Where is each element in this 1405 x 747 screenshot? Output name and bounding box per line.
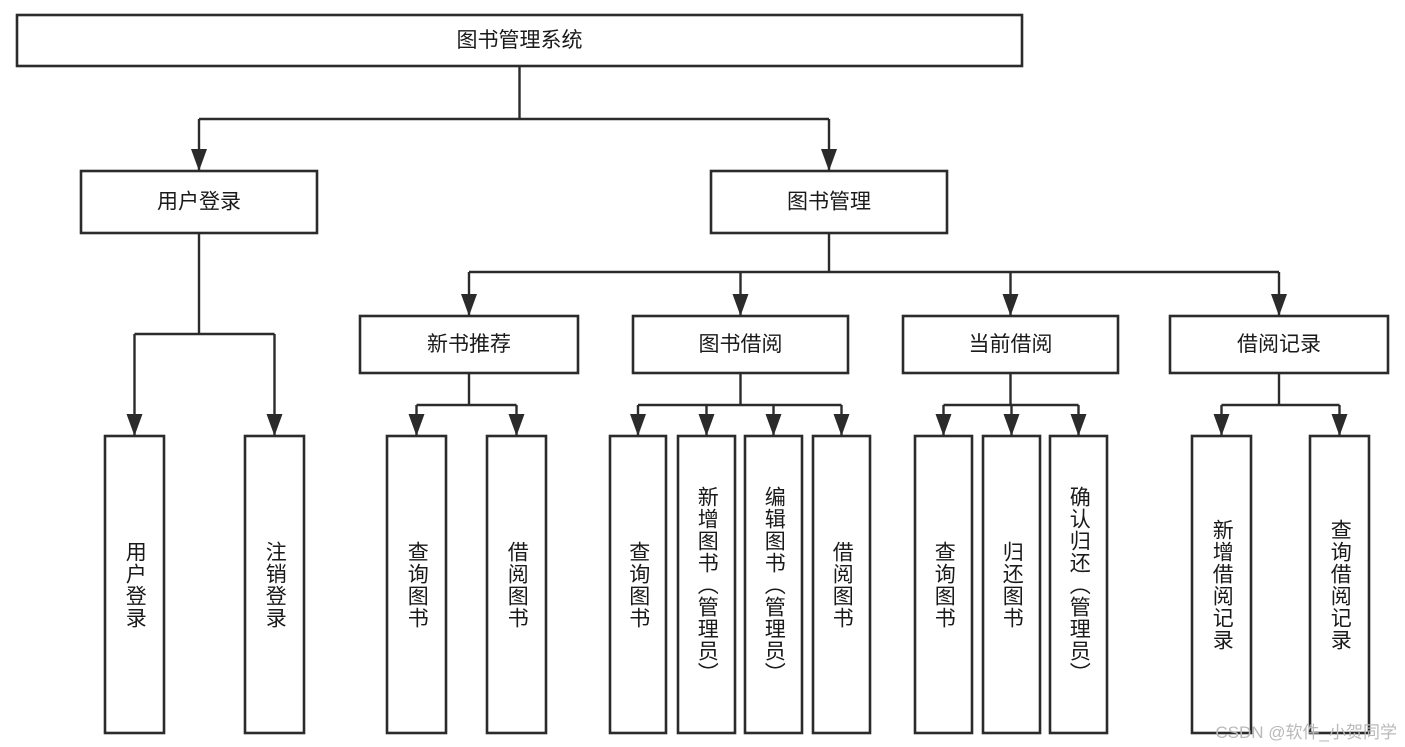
connectors-layer: [126, 66, 1348, 436]
node-label-level2-1: 图书管理: [787, 191, 871, 214]
node-box-leaf-0[interactable]: [103, 434, 166, 735]
node-box-level3-2[interactable]: [901, 314, 1120, 375]
node-box-leaf-7[interactable]: [811, 434, 872, 735]
arrow-head-icon: [408, 414, 425, 436]
arrow-head-icon: [821, 149, 837, 171]
node-box-leaf-11[interactable]: [1190, 434, 1253, 735]
node-box-leaf-4[interactable]: [608, 434, 668, 735]
arrow-head-icon: [266, 414, 283, 436]
node-box-leaf-8[interactable]: [913, 434, 974, 735]
node-box-leaf-10[interactable]: [1048, 434, 1109, 735]
arrow-head-icon: [1271, 294, 1287, 316]
arrow-head-icon: [935, 414, 952, 436]
node-label-level3-0: 新书推荐: [427, 333, 511, 356]
node-box-level2-0[interactable]: [79, 169, 319, 235]
node-box-leaf-5[interactable]: [676, 434, 737, 735]
arrow-head-icon: [1213, 414, 1230, 436]
node-label-level2-0: 用户登录: [157, 191, 241, 214]
arrow-head-icon: [1003, 414, 1020, 436]
node-label-level3-3: 借阅记录: [1237, 333, 1321, 356]
node-box-leaf-12[interactable]: [1308, 434, 1371, 735]
node-boxes-layer: [15, 13, 1390, 735]
node-box-level2-1[interactable]: [709, 169, 949, 235]
arrow-head-icon: [630, 414, 646, 436]
node-box-level3-1[interactable]: [631, 314, 850, 375]
node-box-level3-0[interactable]: [358, 314, 580, 375]
arrow-head-icon: [191, 149, 207, 171]
node-box-leaf-9[interactable]: [981, 434, 1042, 735]
arrow-head-icon: [732, 294, 749, 316]
node-box-leaf-6[interactable]: [743, 434, 804, 735]
arrow-head-icon: [461, 294, 477, 316]
arrow-head-icon: [833, 414, 850, 436]
node-label-level3-1: 图书借阅: [699, 333, 783, 356]
node-label-root: 图书管理系统: [457, 29, 583, 52]
arrow-head-icon: [1002, 294, 1019, 316]
node-box-level3-3[interactable]: [1168, 314, 1390, 375]
arrow-head-icon: [126, 414, 143, 436]
node-label-level3-2: 当前借阅: [969, 333, 1053, 356]
node-box-root[interactable]: [15, 13, 1024, 68]
node-box-leaf-3[interactable]: [485, 434, 548, 735]
arrow-head-icon: [1070, 414, 1087, 436]
node-box-leaf-1[interactable]: [243, 434, 306, 735]
arrow-head-icon: [698, 414, 715, 436]
arrow-head-icon: [765, 414, 782, 436]
watermark-text: CSDN @软件_小贺同学: [1215, 723, 1397, 742]
arrow-head-icon: [1331, 414, 1348, 436]
arrow-head-icon: [508, 414, 525, 436]
node-box-leaf-2[interactable]: [385, 434, 448, 735]
